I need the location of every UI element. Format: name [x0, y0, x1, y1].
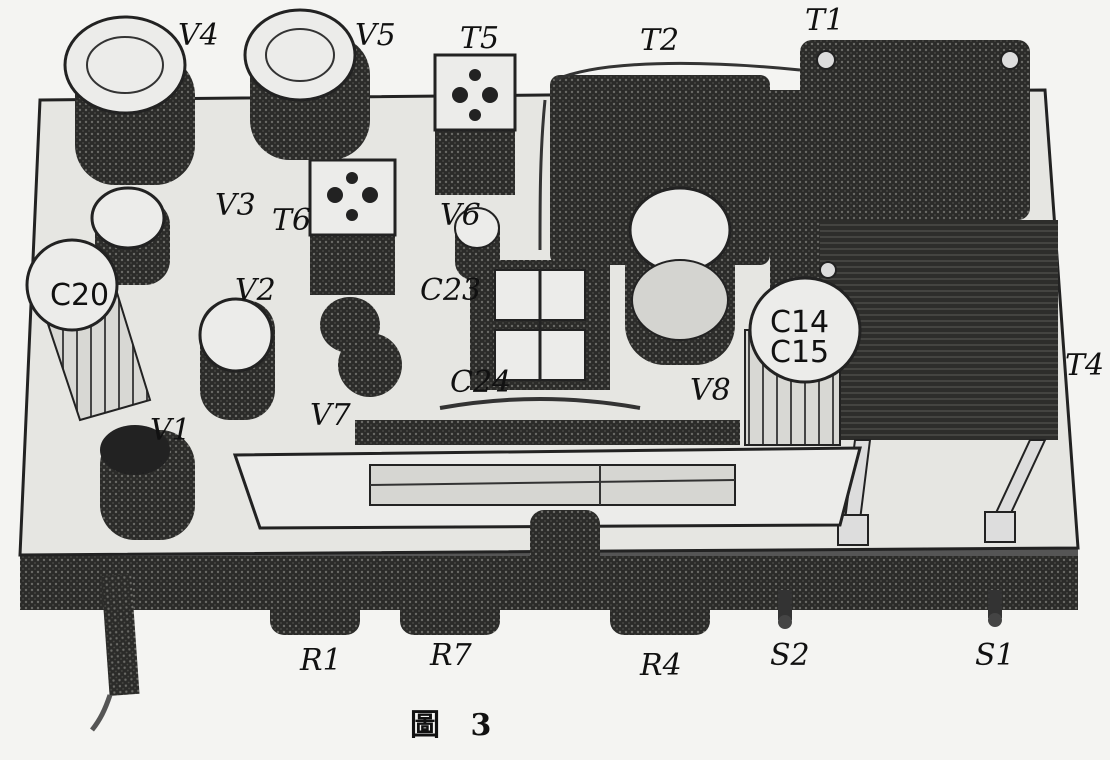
label-c23: C23: [420, 273, 481, 308]
tube-v3: [90, 186, 170, 285]
label-c24: C24: [450, 365, 511, 400]
label-t6: T6: [272, 203, 311, 238]
label-r4: R4: [639, 648, 682, 683]
label-t4: T4: [1065, 348, 1104, 383]
label-c14: C14: [770, 305, 829, 340]
if-transformer-t5: [433, 53, 517, 195]
figure-caption: 圖 3: [410, 708, 502, 743]
knob-r4: [610, 580, 710, 635]
tube-v8: [625, 186, 735, 365]
label-c15: C15: [770, 335, 829, 370]
tube-v4: [63, 15, 195, 185]
tube-v7: [320, 297, 402, 397]
label-v3: V3: [215, 188, 256, 223]
label-v4: V4: [178, 18, 219, 53]
knob-r1: [270, 580, 360, 635]
label-v7: V7: [310, 398, 352, 433]
label-t1: T1: [805, 3, 844, 38]
label-s2: S2: [770, 638, 810, 673]
label-v6: V6: [440, 198, 481, 233]
label-v5: V5: [355, 18, 396, 53]
transformer-t1: [800, 40, 1030, 220]
capacitor-c14-c15: [744, 276, 862, 446]
label-s1: S1: [975, 638, 1015, 673]
label-c20: C20: [50, 278, 109, 313]
power-cord: [90, 574, 140, 732]
label-v1: V1: [150, 413, 191, 448]
label-t5: T5: [460, 21, 499, 56]
tube-v5: [243, 8, 370, 160]
tube-v1: [100, 425, 195, 540]
switch-s1: [988, 590, 1002, 627]
tuning-capacitor-c23-c24: [470, 260, 610, 390]
knob-r7: [400, 575, 500, 635]
tube-v2: [198, 297, 275, 420]
dial-assembly: [232, 397, 862, 570]
label-v8: V8: [690, 373, 731, 408]
label-r1: R1: [299, 643, 342, 678]
if-transformer-t6: [308, 158, 397, 295]
reference-labels: V4 V5 T5 T2 T1 V3 T6 V6 C20 V2 C23 C14 C…: [50, 3, 1104, 683]
capacitor-c20: [25, 238, 152, 422]
switch-s2: [778, 590, 792, 629]
label-v2: V2: [235, 273, 276, 308]
label-t2: T2: [640, 23, 679, 58]
label-r7: R7: [429, 638, 473, 673]
